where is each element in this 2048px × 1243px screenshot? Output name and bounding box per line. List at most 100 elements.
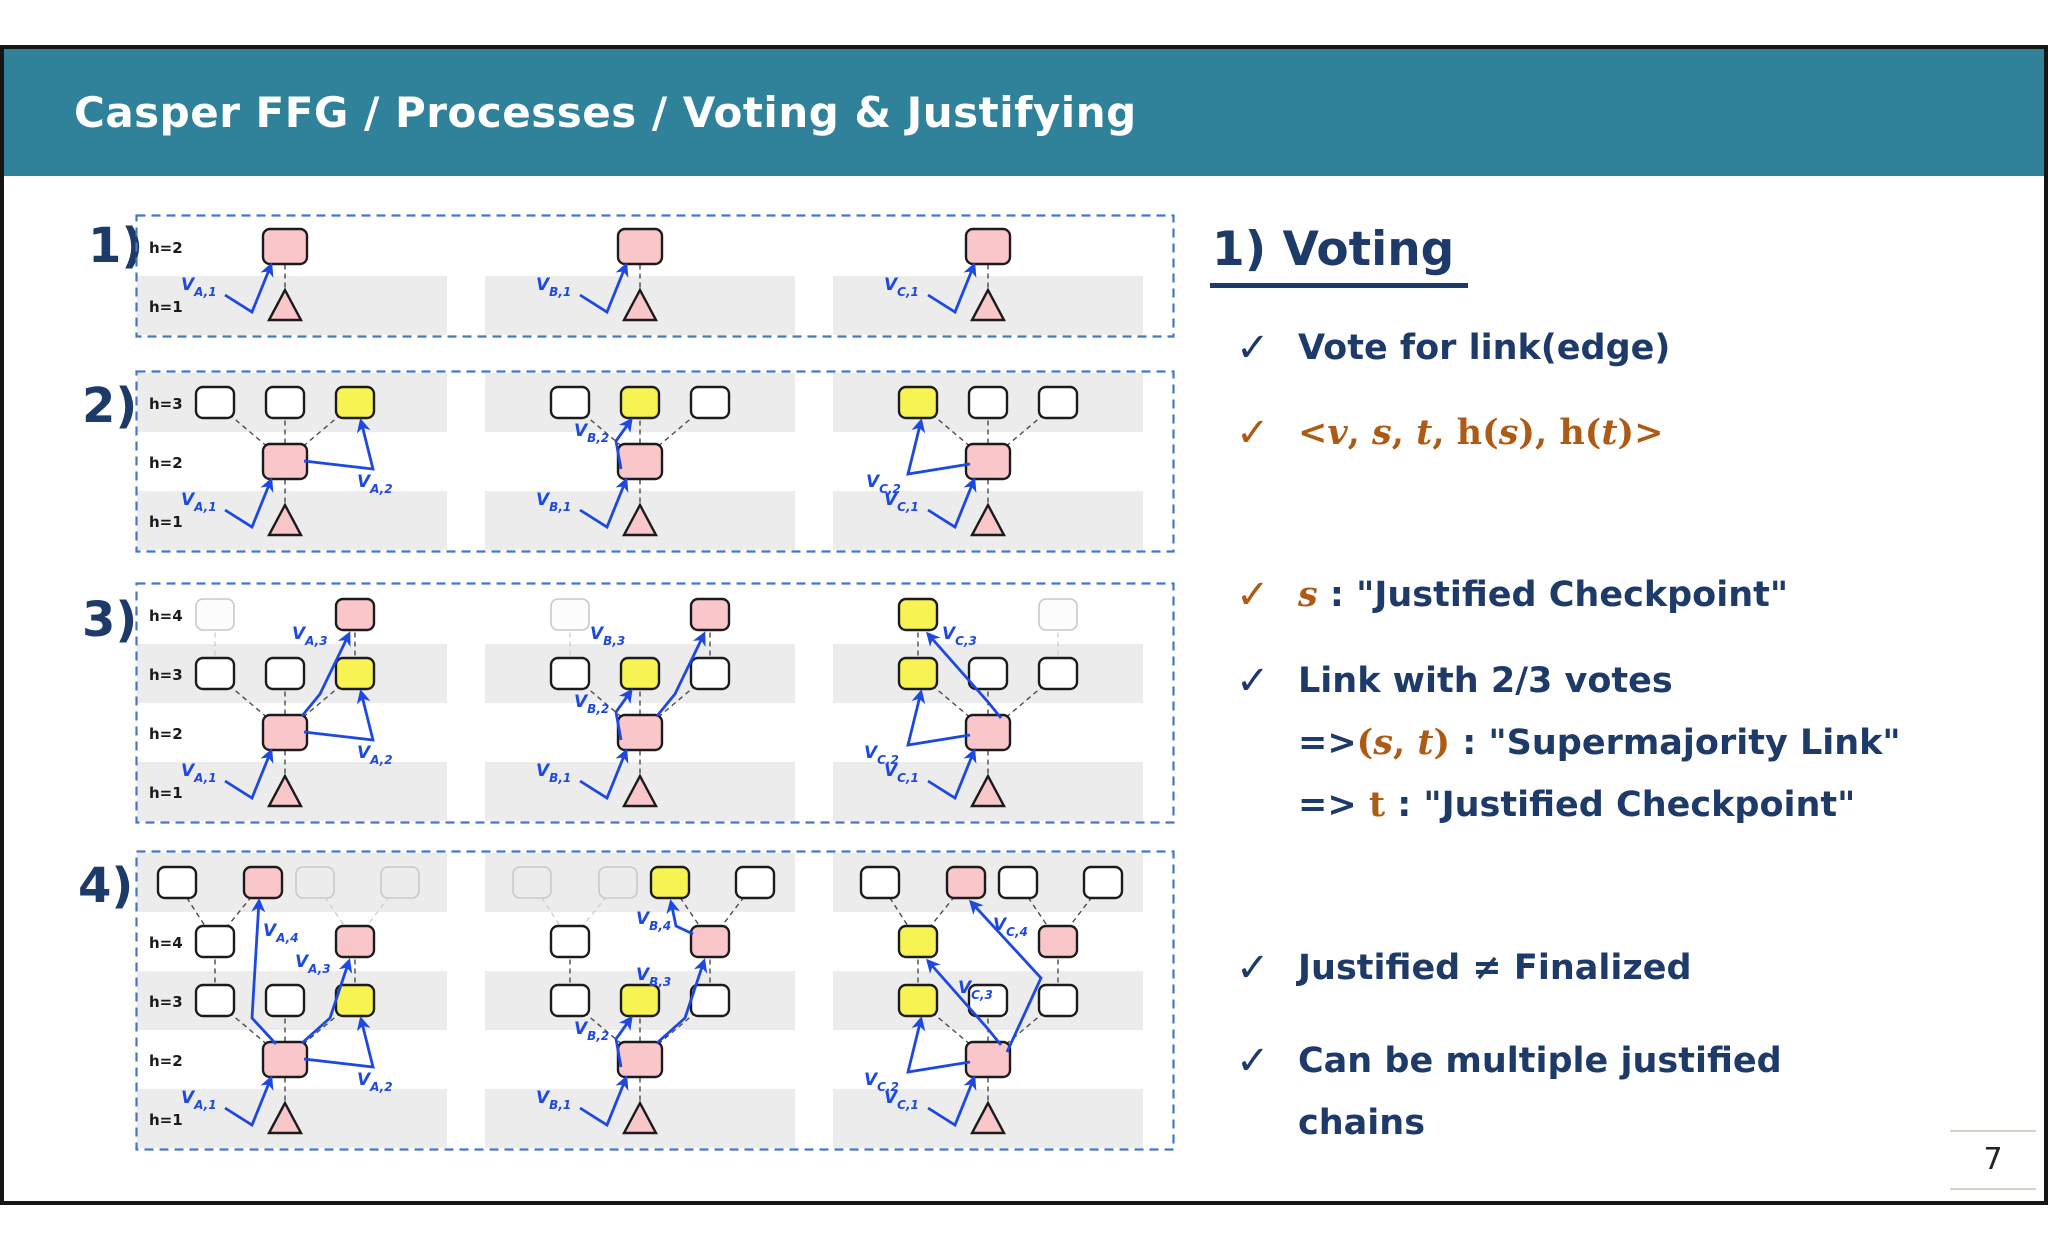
checkpoint-box	[261, 227, 309, 266]
row-border	[135, 370, 1175, 553]
bullet-line: => t : "Justified Checkpoint"	[1298, 784, 1856, 825]
height-label: h=2	[149, 454, 183, 472]
vote-arrow	[655, 631, 706, 717]
vote-arrow	[968, 899, 1043, 1053]
vote-label: VA,4	[263, 921, 299, 945]
checkpoint-box	[1037, 924, 1079, 959]
checkpoint-box	[619, 385, 661, 420]
vote-arrow	[927, 748, 977, 801]
checkpoint-box	[550, 598, 590, 631]
bullet-line: Link with 2/3 votes	[1298, 661, 1673, 701]
vote-label: VA,1	[181, 275, 217, 299]
vote-arrow	[656, 958, 708, 1045]
vote-label: VC,4	[993, 915, 1028, 939]
checkpoint-box	[334, 597, 376, 632]
checkpoint-box	[616, 227, 664, 266]
vote-label: VA,3	[295, 952, 331, 976]
page-number: 7	[1950, 1130, 2036, 1190]
vote-arrow	[579, 477, 629, 530]
vote-label: VB,1	[536, 761, 571, 785]
vote-arrow	[224, 748, 274, 801]
height-label: h=3	[149, 395, 183, 413]
vote-label: VA,2	[357, 1070, 393, 1094]
height-label: h=3	[149, 666, 183, 684]
vote-arrow	[906, 1016, 971, 1074]
checkpoint-box	[549, 924, 591, 959]
vote-arrow	[303, 1016, 375, 1069]
genesis-triangle	[267, 1100, 303, 1135]
bullet-text: Can be multiple justified chains	[1298, 1030, 1782, 1154]
checkpoint-box	[549, 385, 591, 420]
check-icon: ✓	[1236, 1038, 1270, 1084]
checkpoint-box	[689, 924, 731, 959]
checkpoint-box	[689, 656, 731, 691]
checkpoint-box	[964, 1040, 1012, 1079]
section-heading: 1) Voting	[1210, 222, 1469, 288]
bullet-text: s : "Justified Checkpoint"	[1298, 564, 1788, 626]
checkpoint-box	[261, 1040, 309, 1079]
genesis-triangle	[970, 502, 1006, 537]
vote-label: VB,1	[536, 1088, 571, 1112]
checkpoint-box	[194, 385, 236, 420]
vote-label: VC,2	[866, 472, 901, 496]
header-bar	[4, 49, 2044, 176]
checkpoint-box	[945, 865, 987, 900]
height-label: h=1	[149, 298, 183, 316]
checkpoint-box	[967, 656, 1009, 691]
height-label: h=2	[149, 725, 183, 743]
checkpoint-box	[689, 983, 731, 1018]
bullet-line: <v, s, t, h(s), h(t)>	[1298, 412, 1664, 453]
vote-arrow	[666, 899, 694, 936]
row-number-label-4: 4)	[78, 858, 134, 914]
checkpoint-box	[194, 924, 236, 959]
height-label: h=1	[149, 513, 183, 531]
vote-label: VC,3	[958, 978, 993, 1002]
height-label: h=4	[149, 607, 183, 625]
height-label: h=1	[149, 1111, 183, 1129]
bullet-item-vote-for-link: ✓Vote for link(edge)	[1236, 317, 1670, 379]
right-panel: 1) Voting ✓Vote for link(edge) ✓<v, s, t…	[1210, 222, 2038, 1212]
checkpoint-box	[264, 385, 306, 420]
row-number-label-3: 3)	[82, 592, 138, 648]
slide-title: Casper FFG / Processes / Voting & Justif…	[74, 88, 1137, 137]
vote-arrow	[303, 689, 375, 742]
checkpoint-box	[1037, 385, 1079, 420]
checkpoint-box	[1082, 865, 1124, 900]
checkpoint-box	[897, 983, 939, 1018]
bullet-line: =>(s, t) : "Supermajority Link"	[1298, 722, 1901, 763]
checkpoint-box	[334, 983, 376, 1018]
checkpoint-box	[734, 865, 776, 900]
height-label: h=3	[149, 993, 183, 1011]
checkpoint-box	[689, 597, 731, 632]
vote-label: VB,1	[536, 275, 571, 299]
bullet-text: Link with 2/3 votes =>(s, t) : "Supermajo…	[1298, 650, 1901, 836]
bullet-text: Vote for link(edge)	[1298, 317, 1670, 379]
row-border	[135, 214, 1175, 338]
checkpoint-box	[616, 713, 664, 752]
checkpoint-box	[1037, 983, 1079, 1018]
checkpoint-box	[264, 656, 306, 691]
row-border	[135, 582, 1175, 824]
vote-label: VC,1	[884, 490, 919, 514]
vote-label: VC,2	[864, 743, 899, 767]
bullet-item-multiple-chains: ✓ Can be multiple justified chains	[1236, 1030, 1782, 1154]
vote-arrow	[614, 1015, 633, 1068]
checkpoint-box	[156, 865, 198, 900]
vote-label: VA,2	[357, 472, 393, 496]
vote-arrow	[926, 958, 1003, 1046]
checkpoint-box	[1038, 598, 1078, 631]
bullet-line: chains	[1298, 1103, 1426, 1143]
checkpoint-box	[380, 866, 420, 899]
genesis-triangle	[622, 1100, 658, 1135]
checkpoint-box	[964, 227, 1012, 266]
vote-arrow	[300, 631, 351, 717]
vote-label: VB,3	[636, 965, 671, 989]
bullet-line: Can be multiple justified	[1298, 1041, 1782, 1081]
checkpoint-box	[964, 713, 1012, 752]
checkpoint-box	[334, 656, 376, 691]
vote-label: VC,1	[884, 761, 919, 785]
vote-arrow	[927, 262, 977, 315]
checkpoint-box	[897, 656, 939, 691]
check-icon: ✓	[1236, 945, 1270, 991]
